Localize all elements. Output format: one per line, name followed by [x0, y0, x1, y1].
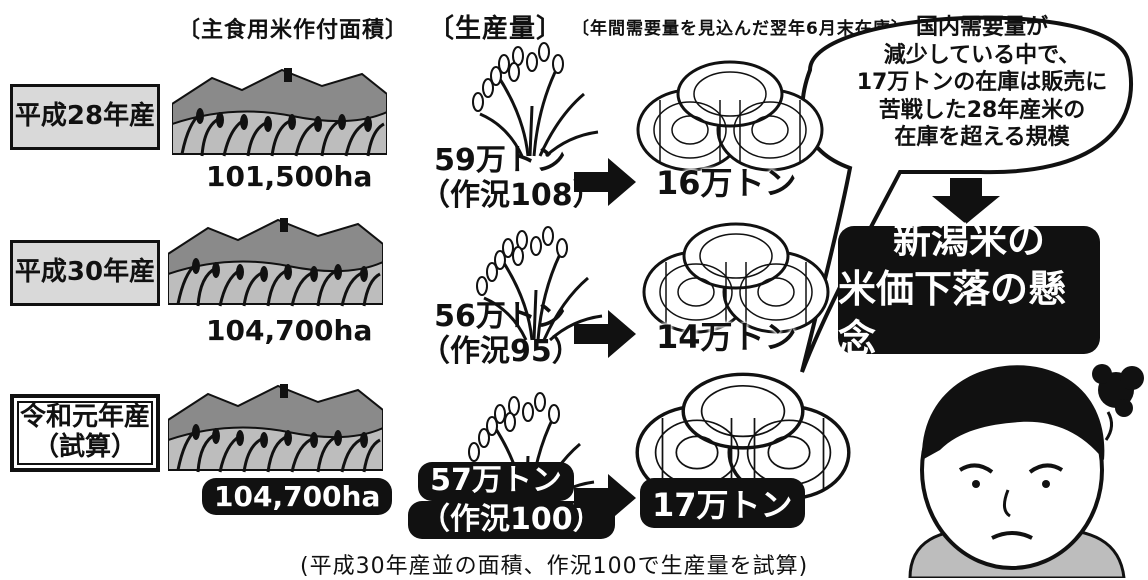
year-label-line2: （試算）	[32, 432, 137, 462]
bubble-line-5: 在庫を超える規模	[894, 125, 1070, 150]
area-value: 104,700ha	[206, 314, 373, 347]
bubble-line-1: 国内需要量が	[915, 15, 1048, 40]
stock-value: 14万トン	[656, 318, 797, 356]
arrow-down-icon	[932, 178, 1000, 224]
concern-line-1: 新潟米の	[892, 217, 1045, 262]
footnote: (平成30年産並の面積、作況100で生産量を試算)	[300, 554, 809, 579]
stock-value: 17万トン	[640, 478, 805, 528]
bubble-line-4: 苦戦した28年産米の	[878, 97, 1086, 123]
year-label-h30: 平成30年産	[10, 240, 160, 306]
arrow-right-icon	[574, 310, 636, 358]
year-label-r1: 令和元年産 （試算）	[10, 394, 160, 472]
stock-value: 16万トン	[656, 164, 797, 202]
area-value: 104,700ha	[202, 478, 393, 515]
production-value: 56万トン	[434, 299, 566, 334]
concern-box: 新潟米の 米価下落の懸念	[838, 218, 1100, 361]
stock-pill: 17万トン	[640, 478, 805, 528]
area-pill: 104,700ha	[202, 478, 393, 515]
production-block: 56万トン （作況95）	[420, 299, 582, 369]
speech-bubble	[800, 15, 1134, 373]
rice-field-illustration	[168, 216, 383, 308]
header-stock: 〔年間需要量を見込んだ翌年6月末在庫〕	[572, 19, 909, 39]
production-block: 59万トン （作況108）	[420, 143, 603, 213]
production-value: 59万トン	[434, 143, 566, 178]
rice-field-illustration	[172, 66, 387, 158]
bubble-text: 国内需要量が 減少している中で、 17万トンの在庫は販売に 苦戦した28年産米の…	[832, 14, 1132, 152]
worried-man-illustration	[908, 364, 1144, 578]
header-area: 〔主食用米作付面積〕	[178, 18, 409, 43]
production-value: 57万トン	[418, 462, 574, 501]
yield-index: （作況95）	[420, 333, 582, 369]
yield-index: （作況108）	[420, 177, 603, 213]
concern-line-2: 米価下落の懸念	[838, 267, 1067, 361]
production-block: 57万トン （作況100）	[408, 462, 615, 539]
area-value: 101,500ha	[206, 160, 373, 193]
bubble-line-2: 減少している中で、	[883, 42, 1081, 68]
rice-field-illustration	[168, 382, 383, 474]
header-production: 〔生産量〕	[428, 14, 564, 44]
year-label-line1: 令和元年産	[19, 402, 150, 433]
bubble-line-3: 17万トンの在庫は販売に	[856, 70, 1108, 95]
arrow-right-icon	[574, 158, 636, 206]
year-label-h28: 平成28年産	[10, 84, 160, 150]
